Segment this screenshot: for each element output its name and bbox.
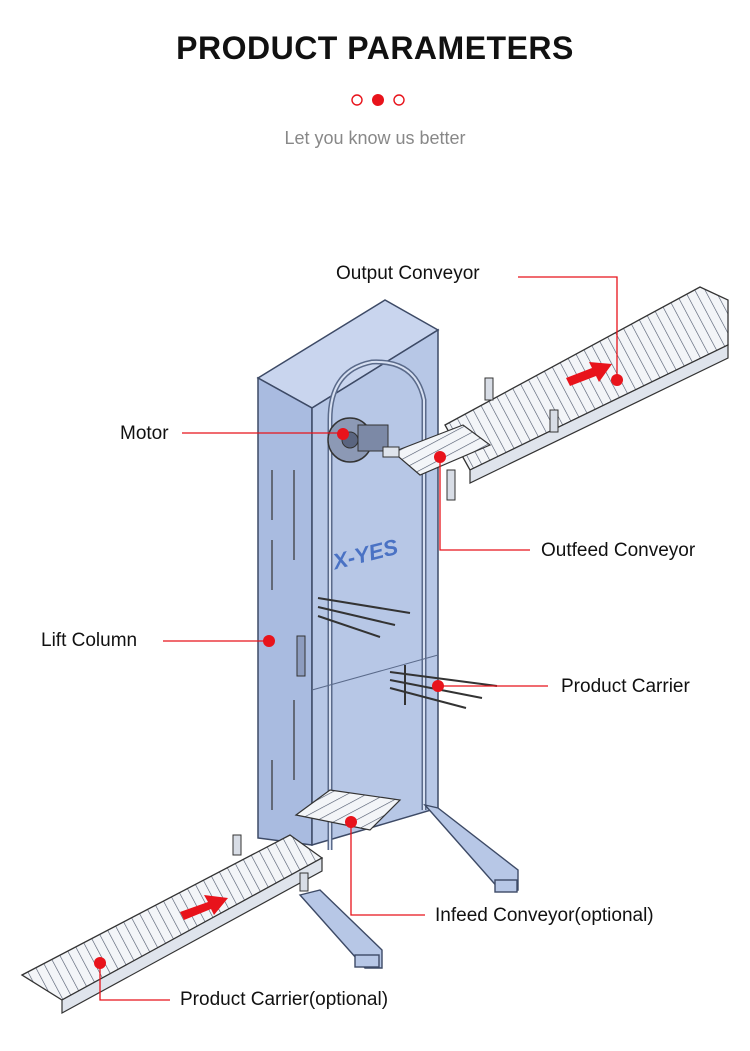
- label-output-conveyor: Output Conveyor: [336, 263, 480, 284]
- page-subtitle: Let you know us better: [284, 128, 466, 148]
- callout-leaders: [99, 276, 618, 1001]
- label-outfeed-conveyor: Outfeed Conveyor: [541, 540, 696, 561]
- lift-column-body: X-YES: [256, 299, 440, 850]
- pagination-dot: [351, 94, 363, 106]
- marker-lift-column: [263, 635, 275, 647]
- column-slots: [271, 470, 295, 810]
- label-lift-column: Lift Column: [41, 630, 138, 651]
- label-product-carrier: Product Carrier: [561, 676, 690, 697]
- output-conveyor: [444, 286, 729, 501]
- pagination-dot: [393, 94, 405, 106]
- callout-markers: [94, 374, 623, 969]
- lower-carrier: [294, 789, 402, 831]
- label-infeed-conveyor: Infeed Conveyor(optional): [435, 905, 654, 926]
- direction-arrow-output: [566, 362, 612, 386]
- pagination-dot-active: [372, 94, 384, 106]
- marker-infeed-conveyor: [345, 816, 357, 828]
- pagination-dots: [351, 94, 405, 106]
- direction-arrow-infeed: [180, 895, 228, 920]
- marker-outfeed-conveyor: [434, 451, 446, 463]
- label-product-carrier-optional: Product Carrier(optional): [180, 989, 389, 1010]
- marker-product-carrier-optional: [94, 957, 106, 969]
- marker-motor: [337, 428, 349, 440]
- marker-output-conveyor: [611, 374, 623, 386]
- support-legs: [298, 803, 519, 969]
- label-motor: Motor: [120, 423, 169, 444]
- page-title: PRODUCT PARAMETERS: [176, 30, 574, 66]
- infeed-conveyor: [20, 834, 324, 1015]
- outfeed-conveyor: [382, 424, 492, 476]
- marker-product-carrier: [432, 680, 444, 692]
